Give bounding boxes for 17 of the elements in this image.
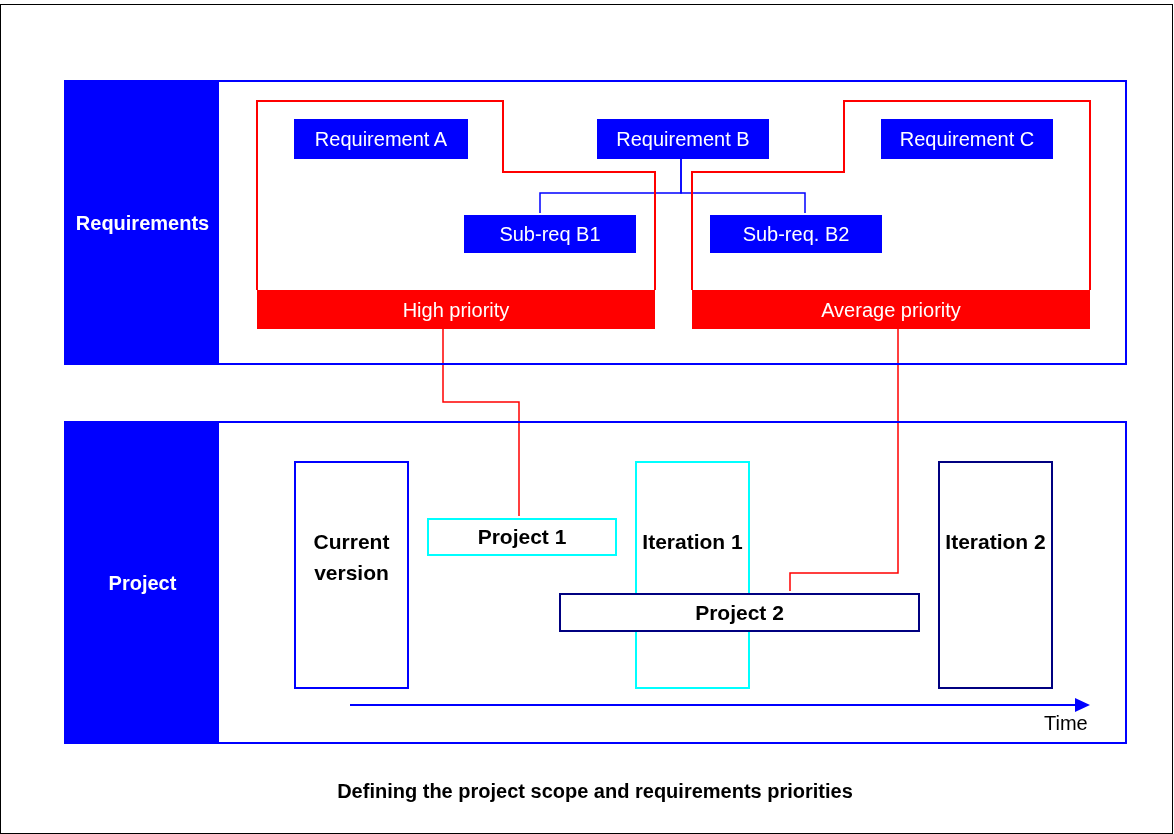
phase-box: Iteration 2 [938,461,1053,689]
project-bar: Project 2 [559,593,920,632]
priority-bar: Average priority [692,290,1090,329]
requirement-box: Requirement B [597,119,769,159]
lane-header: Project [66,423,219,742]
swimlane [64,421,1127,744]
caption: Defining the project scope and requirements priorities [336,779,854,804]
priority-bar: High priority [257,290,655,329]
lane-header: Requirements [66,82,219,363]
phase-box: Current version [294,461,409,689]
requirement-box: Sub-req B1 [464,215,636,253]
axis-label: Time [1044,711,1088,736]
requirement-box: Requirement C [881,119,1053,159]
requirement-box: Requirement A [294,119,468,159]
swimlane [64,80,1127,365]
requirement-box: Sub-req. B2 [710,215,882,253]
project-bar: Project 1 [427,518,617,556]
